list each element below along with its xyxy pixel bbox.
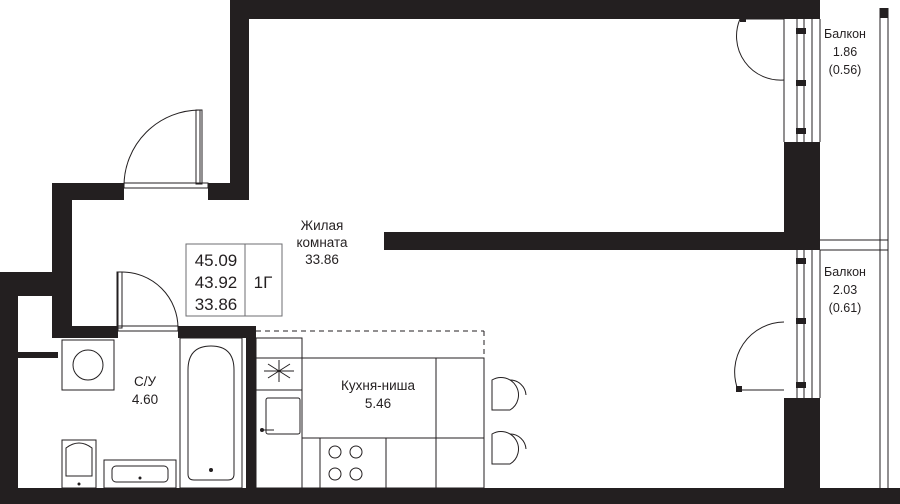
doors	[116, 16, 785, 392]
living-left-wall	[230, 0, 249, 200]
entry-wall-right	[208, 183, 249, 200]
bottom-wall	[0, 488, 900, 504]
area-without-balconies: 43.92	[195, 273, 238, 292]
right-pier-bottom	[784, 398, 820, 504]
living-room-name-line1: Жилая	[301, 218, 344, 233]
washbasin-icon	[103, 459, 177, 489]
balcony-top-area: 1.86	[833, 45, 857, 59]
right-pier-middle	[784, 142, 820, 250]
bathtub-icon	[179, 337, 243, 489]
balcony-bottom-name: Балкон	[824, 265, 866, 279]
bathroom-fixtures	[61, 337, 243, 489]
bath-top-wall-left	[52, 326, 118, 338]
living-area: 33.86	[195, 295, 238, 314]
apartment-type: 1Г	[254, 273, 273, 292]
area-summary-box: 45.09 43.92 33.86 1Г	[185, 243, 283, 317]
entrance-door-frame	[123, 182, 209, 189]
top-wall	[230, 0, 820, 19]
bathroom-area: 4.60	[132, 392, 158, 407]
window-frames	[783, 8, 889, 488]
balcony-top-door-swing	[736, 18, 785, 81]
bath-kitchen-partition	[246, 326, 256, 494]
kitchen-fixtures	[255, 330, 527, 489]
hall-left-wall	[52, 183, 72, 338]
middle-partition	[384, 232, 820, 250]
balcony-bottom-reduced-area: (0.61)	[829, 301, 862, 315]
shaft-top	[18, 290, 58, 296]
kitchen-sink-icon	[260, 397, 301, 435]
outer-left-wall	[0, 272, 18, 504]
kitchen-name: Кухня-ниша	[341, 378, 415, 393]
living-room-area: 33.86	[305, 252, 339, 267]
kitchen-area: 5.46	[365, 396, 391, 411]
bath-door-swing	[121, 271, 179, 329]
balcony-top-reduced-area: (0.56)	[829, 63, 862, 77]
bath-door-frame	[117, 325, 179, 332]
balcony-top-name: Балкон	[824, 27, 866, 41]
dining-set-icon	[435, 357, 527, 489]
shaft-bottom	[18, 352, 58, 358]
bath-top-wall-right	[178, 326, 254, 338]
stove-icon	[328, 445, 363, 481]
bathroom-name: С/У	[134, 374, 157, 389]
hood-icon	[264, 360, 294, 382]
total-area: 45.09	[195, 251, 238, 270]
washing-machine-icon	[61, 339, 115, 391]
room-labels: Жилая комната 33.86 С/У 4.60 Кухня-ниша …	[132, 27, 866, 411]
toilet-icon	[61, 439, 97, 489]
balcony-bottom-area: 2.03	[833, 283, 857, 297]
balcony-top-cap	[880, 8, 888, 18]
balcony-bottom-door-swing	[734, 321, 785, 391]
balcony-bottom-cap	[880, 488, 900, 504]
entrance-door-swing	[123, 109, 201, 187]
living-room-name-line2: комната	[296, 235, 348, 250]
